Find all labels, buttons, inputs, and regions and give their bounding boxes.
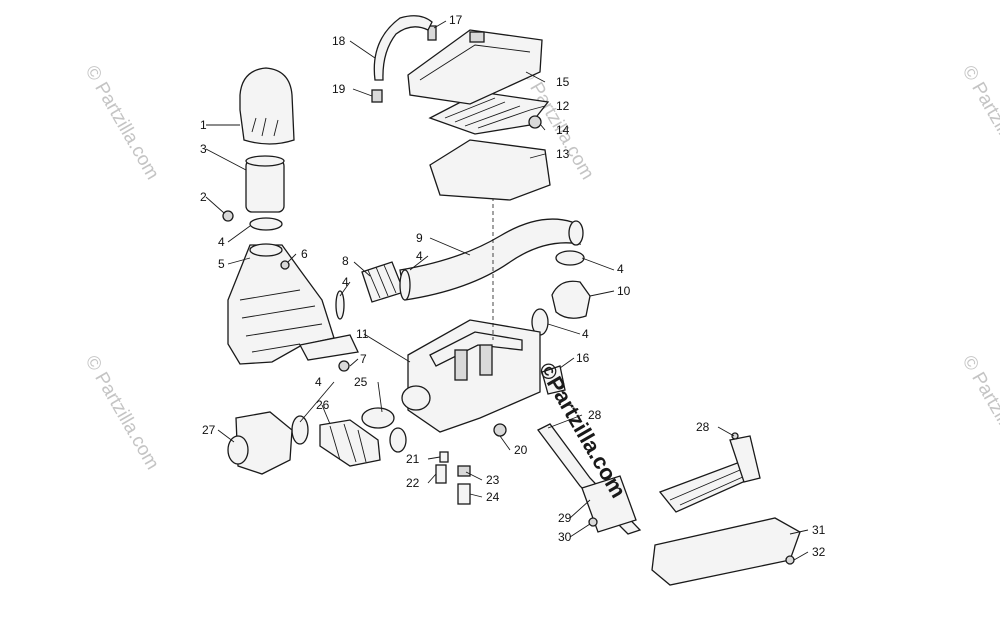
callout-28a: 28: [588, 408, 602, 422]
watermark-left-lower: © Partzilla.com: [81, 352, 163, 473]
part-screw-6: [280, 260, 290, 270]
callout-13: 13: [556, 147, 570, 161]
callout-31: 31: [812, 523, 826, 537]
part-duct-hose: [399, 218, 581, 301]
callout-4d: 4: [617, 262, 624, 276]
callout-30: 30: [558, 530, 572, 544]
part-24: [457, 483, 471, 505]
callout-4c: 4: [416, 249, 423, 263]
leaders: [205, 20, 809, 561]
callout-26: 26: [316, 398, 330, 412]
callout-21: 21: [406, 452, 420, 466]
callout-10: 10: [617, 284, 631, 298]
part-precleaner-cap: [239, 67, 295, 145]
callout-14: 14: [556, 123, 570, 137]
callout-4e: 4: [582, 327, 589, 341]
part-nut-2: [222, 210, 234, 222]
callout-19: 19: [332, 82, 346, 96]
part-bellows-boot: [361, 261, 405, 303]
part-bracket-16: [541, 365, 566, 395]
callout-27: 27: [202, 423, 216, 437]
part-nut-14: [528, 115, 542, 129]
part-throttle-body: [227, 411, 293, 475]
part-clamp-9a: [399, 269, 411, 301]
callout-2: 2: [200, 190, 207, 204]
part-screw-30: [588, 517, 598, 527]
callout-4f: 4: [315, 375, 322, 389]
part-ring-25: [361, 407, 395, 429]
part-airbox-cover: [407, 29, 543, 105]
part-nut-7: [338, 360, 350, 372]
callout-3: 3: [200, 142, 207, 156]
callout-25: 25: [354, 375, 368, 389]
part-airbox: [401, 319, 541, 433]
part-bracket-7: [299, 334, 359, 361]
part-clamp-left: [291, 415, 309, 445]
part-clamp-right: [555, 250, 585, 266]
callout-22: 22: [406, 476, 420, 490]
part-mount-bracket: [537, 423, 761, 535]
watermark-right: © Partzilla.com: [958, 62, 1000, 183]
part-boot-26: [319, 419, 407, 467]
watermark-left: © Partzilla.com: [81, 62, 163, 183]
callout-4a: 4: [218, 235, 225, 249]
callout-20: 20: [514, 443, 528, 457]
part-filter-element: [245, 155, 285, 213]
part-fitting-17: [427, 25, 437, 41]
part-23: [457, 465, 471, 477]
part-drain-20: [493, 423, 507, 437]
callout-32: 32: [812, 545, 826, 559]
part-screw-32: [785, 555, 795, 565]
part-21: [439, 451, 449, 463]
callout-12: 12: [556, 99, 570, 113]
callout-23: 23: [486, 473, 500, 487]
callout-8: 8: [342, 254, 349, 268]
part-gasket-ring: [335, 290, 345, 320]
callout-1: 1: [200, 118, 207, 132]
callout-9: 9: [416, 231, 423, 245]
callout-11: 11: [356, 327, 369, 341]
callout-6: 6: [301, 247, 308, 261]
part-heat-shield: [651, 517, 801, 586]
callout-16: 16: [576, 351, 590, 365]
part-filter-pad: [429, 139, 551, 201]
callout-24: 24: [486, 490, 500, 504]
part-clamp-19: [371, 89, 383, 103]
callout-17: 17: [449, 13, 463, 27]
callout-15: 15: [556, 75, 570, 89]
callout-18: 18: [332, 34, 346, 48]
watermark-right-lower: © Partzilla.com: [958, 352, 1000, 473]
part-clamp-9b: [568, 220, 584, 246]
callout-7: 7: [360, 352, 367, 366]
part-22: [435, 464, 447, 484]
callout-4b: 4: [342, 275, 349, 289]
part-vent-hose: [373, 15, 433, 81]
part-elbow: [551, 280, 591, 319]
callout-28b: 28: [696, 420, 710, 434]
part-screw-28: [731, 432, 739, 440]
callout-5: 5: [218, 257, 225, 271]
callout-29: 29: [558, 511, 572, 525]
part-clamp-upper: [249, 217, 283, 231]
